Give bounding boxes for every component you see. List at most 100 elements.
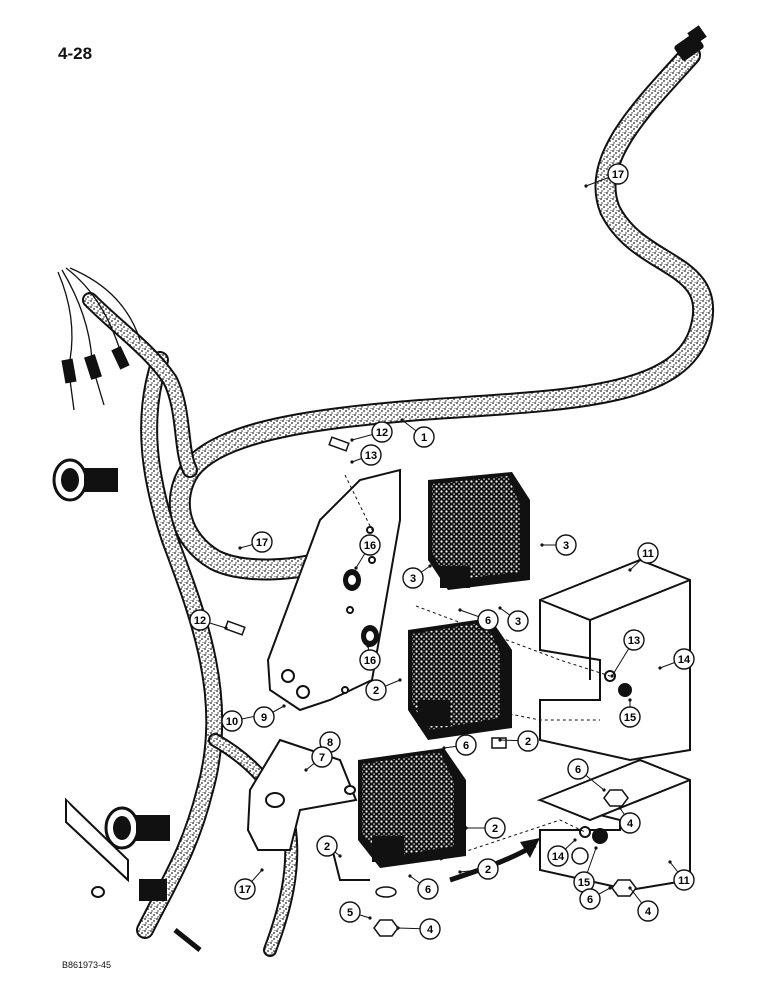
round-connector-lower: [104, 806, 170, 850]
callout-leader-tip: [584, 184, 588, 188]
callout-label: 13: [365, 450, 377, 462]
callout-leader-tip: [408, 874, 412, 878]
callout-leader-tip: [573, 838, 577, 842]
callout-c16a: 16: [354, 534, 381, 570]
callout-leader-tip: [602, 788, 606, 792]
callout-leader-tip: [608, 886, 612, 890]
mounting-plate: [266, 468, 401, 712]
harness-end-connector: [674, 25, 707, 61]
lamp-lower: [358, 748, 466, 868]
callout-c13b: 13: [610, 629, 645, 678]
callout-c6a: 6: [458, 608, 499, 631]
hardware: [224, 436, 637, 937]
callout-c15a: 15: [619, 698, 641, 728]
callout-circle: [555, 534, 577, 556]
callout-leader-tip: [282, 704, 286, 708]
callout-leader-tip: [658, 666, 662, 670]
connector-bracket: [65, 797, 202, 952]
callout-circle: [413, 426, 435, 448]
callout-label: 2: [324, 841, 330, 853]
callout-c3b: 3: [402, 564, 432, 589]
callout-circle: [365, 679, 387, 701]
callout-leader-tip: [540, 543, 544, 547]
callout-c2e: 2: [458, 858, 499, 880]
callout-c15b: 15: [573, 846, 598, 893]
callout-c11b: 11: [668, 860, 695, 891]
loose-wires: [57, 267, 141, 411]
callout-label: 15: [624, 712, 636, 724]
callout-label: 17: [256, 537, 268, 549]
callout-label: 15: [578, 877, 590, 889]
callout-label: 2: [485, 864, 491, 876]
callout-circle: [339, 901, 361, 923]
callout-circle: [673, 648, 695, 670]
callout-c17a: 17: [584, 163, 629, 188]
callout-leader-tip: [628, 698, 632, 702]
callout-label: 12: [194, 615, 206, 627]
callout-circle: [477, 609, 499, 631]
callout-circle: [221, 710, 243, 732]
callout-leader-tip: [366, 644, 370, 648]
callout-leader-tip: [498, 606, 502, 610]
callout-leader-tip: [396, 926, 400, 930]
callout-label: 6: [575, 764, 581, 776]
callout-label: 4: [427, 924, 434, 936]
callout-label: 6: [485, 615, 491, 627]
callout-label: 1: [421, 432, 427, 444]
callout-circle: [316, 835, 338, 857]
callout-label: 6: [425, 884, 431, 896]
callout-c2b: 2: [498, 730, 539, 752]
callout-circle: [579, 888, 601, 910]
callout-c5: 5: [339, 901, 372, 923]
callout-label: 7: [319, 752, 325, 764]
callout-c3a: 3: [540, 534, 577, 556]
callout-circle: [619, 706, 641, 728]
callout-label: 6: [587, 894, 593, 906]
drawing-code: B861973-45: [62, 960, 112, 970]
callout-circle: [623, 629, 645, 651]
callout-c2d: 2: [316, 835, 342, 858]
callout-circle: [251, 531, 273, 553]
callout-circle: [359, 649, 381, 671]
callout-c12b: 12: [189, 609, 228, 631]
callout-leader-tip: [668, 860, 672, 864]
callout-leader-tip: [304, 768, 308, 772]
callout-leader-tip: [464, 826, 468, 830]
callout-circle: [419, 918, 441, 940]
callout-circle: [484, 817, 506, 839]
callout-c2a: 2: [365, 678, 402, 701]
lamp-upper: [428, 472, 530, 590]
callout-c17b: 17: [238, 531, 273, 553]
callout-leader-tip: [224, 626, 228, 630]
page-number: 4-28: [58, 44, 93, 63]
callout-c4b: 4: [628, 886, 659, 922]
callout-label: 10: [226, 716, 238, 728]
callout-label: 9: [261, 712, 267, 724]
callout-label: 4: [627, 818, 634, 830]
callout-leader-tip: [350, 460, 354, 464]
callout-leader-tip: [398, 678, 402, 682]
callout-label: 13: [628, 635, 640, 647]
callout-circle: [477, 858, 499, 880]
assembly-leaders: [344, 474, 611, 861]
callout-c12a: 12: [350, 421, 393, 443]
callout-label: 17: [612, 169, 624, 181]
grommets: [343, 569, 379, 647]
callout-label: 4: [645, 906, 652, 918]
callout-leader-tip: [260, 868, 264, 872]
callout-leader-tip: [610, 674, 614, 678]
callout-leader-tip: [594, 846, 598, 850]
callout-label: 3: [515, 616, 521, 628]
callout-circle: [402, 567, 424, 589]
callout-c6e: 6: [579, 886, 612, 910]
callout-c3c: 3: [498, 606, 529, 632]
callout-label: 2: [492, 823, 498, 835]
callout-circle: [360, 444, 382, 466]
callout-circle: [359, 534, 381, 556]
callout-c6b: 6: [442, 734, 477, 756]
callout-label: 6: [463, 740, 469, 752]
callout-c17c: 17: [234, 868, 264, 900]
callout-leader-tip: [618, 806, 622, 810]
callout-c10: 10: [221, 710, 258, 732]
callout-leader-tip: [628, 568, 632, 572]
